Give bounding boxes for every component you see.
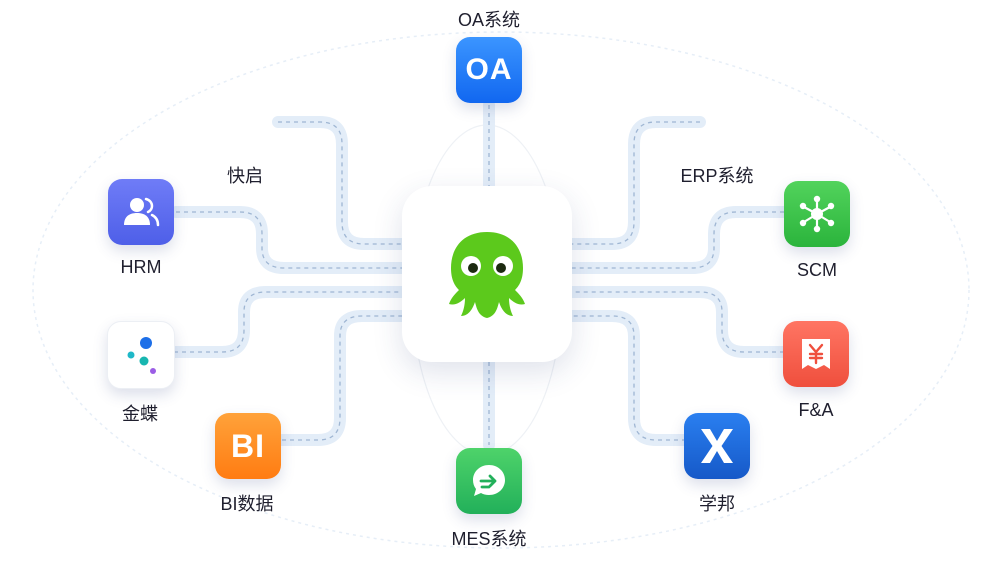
line-bi <box>276 310 408 446</box>
hrm-label: HRM <box>120 257 162 277</box>
network-hub-icon <box>799 195 835 233</box>
yuan-receipt-icon <box>802 339 830 369</box>
scm-label: SCM <box>797 260 837 280</box>
kuaiqi-label: 快启 <box>227 166 263 186</box>
oa-text-icon: OA <box>465 53 513 86</box>
xuebang-icon-tile[interactable] <box>684 413 750 479</box>
octopus-icon <box>449 232 525 318</box>
fa-label: F&A <box>798 400 834 420</box>
dots-logo-icon <box>127 337 156 374</box>
bi-icon-tile[interactable]: BI <box>215 413 281 479</box>
erp-label: ERP系统 <box>680 166 754 186</box>
scm-icon-tile[interactable] <box>784 181 850 247</box>
bi-label: BI数据 <box>220 494 274 514</box>
xuebang-label: 学邦 <box>699 494 735 514</box>
oa-icon-tile[interactable]: OA <box>456 37 522 103</box>
x-letter-icon <box>701 429 733 463</box>
orbit-ellipse <box>32 31 970 549</box>
fa-icon-tile[interactable] <box>783 321 849 387</box>
oa-label: OA系统 <box>457 10 521 30</box>
kingdee-icon-tile[interactable] <box>107 321 175 389</box>
chat-arrow-icon <box>473 465 505 496</box>
mes-label: MES系统 <box>451 529 527 549</box>
user-group-icon <box>124 197 160 227</box>
line-xuebang <box>566 310 692 446</box>
mes-icon-tile[interactable] <box>456 448 522 514</box>
hub-card[interactable] <box>402 186 572 362</box>
bi-text-icon: BI <box>231 427 265 464</box>
kingdee-label: 金蝶 <box>122 404 158 424</box>
line-kuaiqi <box>272 116 408 250</box>
hrm-icon-tile[interactable] <box>108 179 174 245</box>
